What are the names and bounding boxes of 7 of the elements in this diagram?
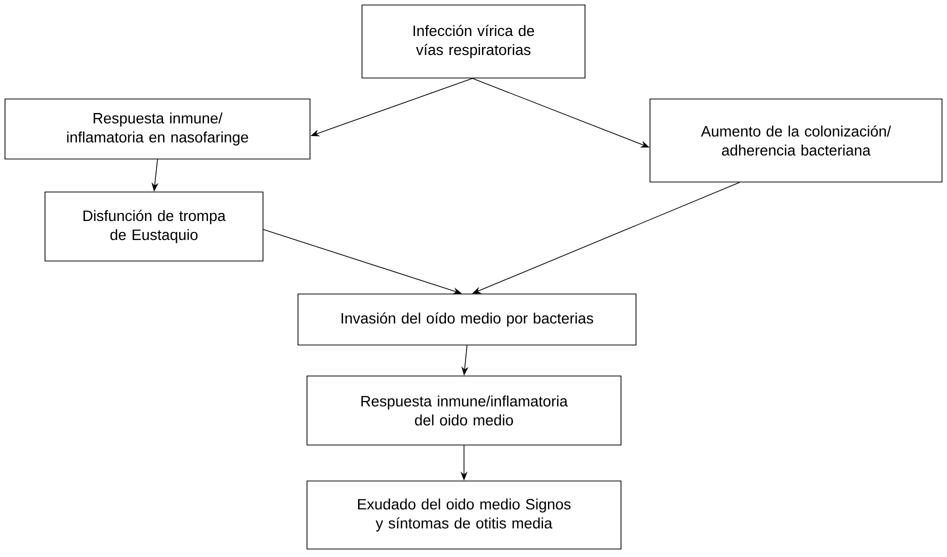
- process-box: Respuesta inmune/inflamatoria del oido medio: [306, 376, 622, 446]
- process-box: Exudado del oido medio Signos y síntomas de otitis media: [306, 480, 622, 550]
- process-box: Disfunción de trompa de Eustaquio: [44, 192, 264, 262]
- process-box: Invasión del oído medio por bacterias: [298, 294, 636, 346]
- process-box: Aumento de la colonización/ adherencia bacteriana: [650, 98, 942, 182]
- process-box: Respuesta inmune/ inflamatoria en nasofaringe: [4, 98, 310, 160]
- process-box: Infección vírica de vías respiratorias: [362, 4, 586, 78]
